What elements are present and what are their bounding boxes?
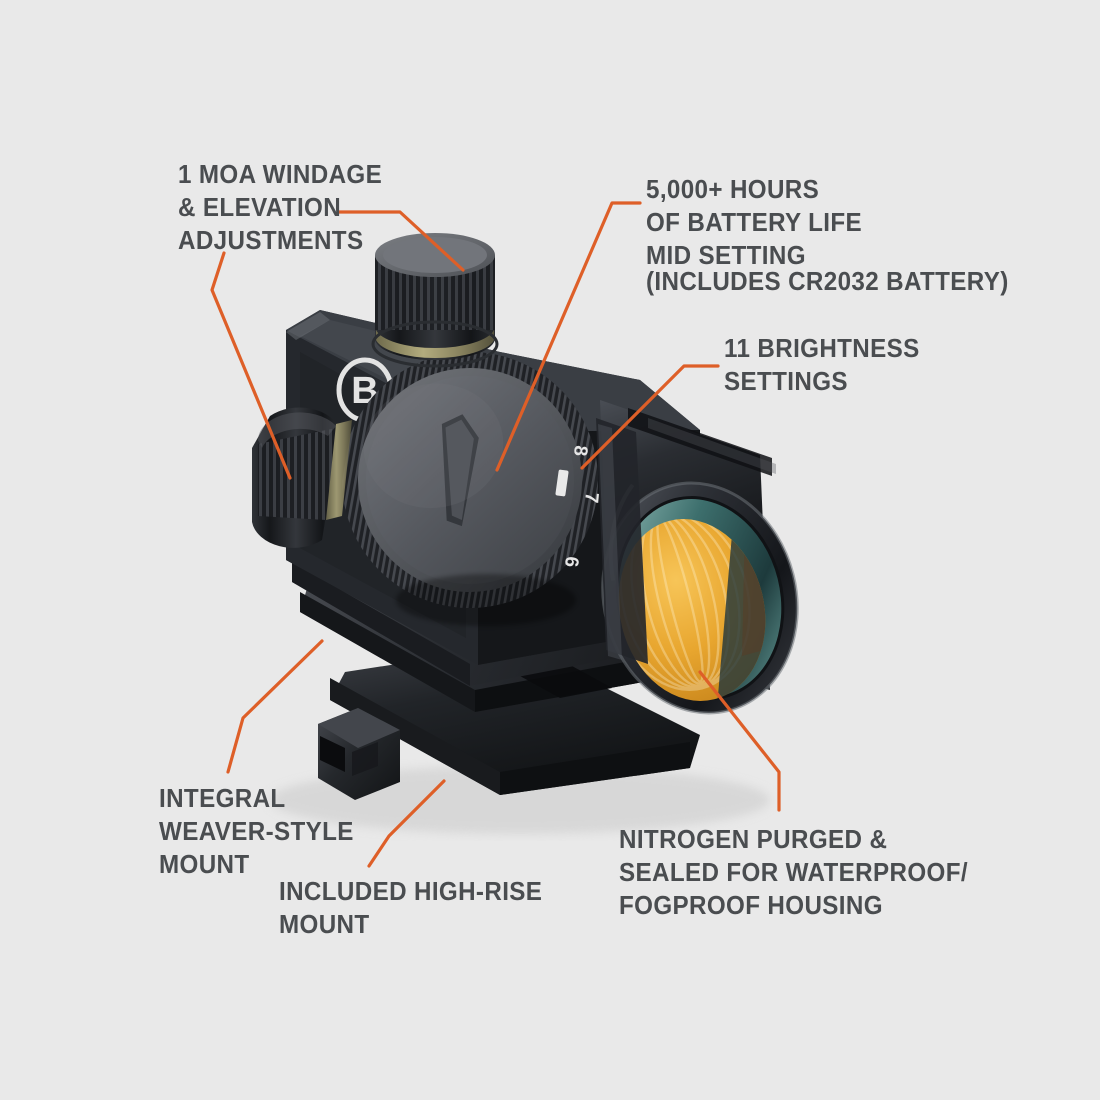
leader-elevation [336, 210, 465, 272]
mount-thumb-nut [318, 708, 400, 800]
leader-windage [210, 251, 292, 480]
svg-text:8: 8 [569, 445, 591, 457]
leader-brightness [580, 364, 720, 470]
leader-highrise [367, 779, 446, 868]
callout-battery-life: 5,000+ HOURS OF BATTERY LIFE MID SETTING [646, 174, 863, 270]
callout-windage-elevation: 1 MOA WINDAGE & ELEVATION ADJUSTMENTS [178, 159, 383, 255]
leader-integral [226, 639, 324, 774]
callout-integral-mount: INTEGRAL WEAVER-STYLE MOUNT [159, 783, 354, 879]
brightness-dial[interactable]: 8 7 6 [322, 332, 619, 629]
callout-battery-note: (INCLUDES CR2032 BATTERY) [646, 266, 1009, 296]
leader-battery [495, 201, 642, 472]
dial-markings: 8 7 6 [560, 445, 602, 568]
callout-nitrogen-purged: NITROGEN PURGED & SEALED FOR WATERPROOF/… [619, 824, 968, 920]
elevation-turret[interactable] [371, 233, 499, 368]
svg-text:7: 7 [580, 492, 602, 504]
leader-nitrogen [698, 670, 781, 812]
dial-index-mark [555, 469, 569, 497]
svg-text:6: 6 [560, 556, 582, 568]
callout-brightness-settings: 11 BRIGHTNESS SETTINGS [724, 333, 920, 396]
callout-high-rise-mount: INCLUDED HIGH-RISE MOUNT [279, 876, 543, 939]
